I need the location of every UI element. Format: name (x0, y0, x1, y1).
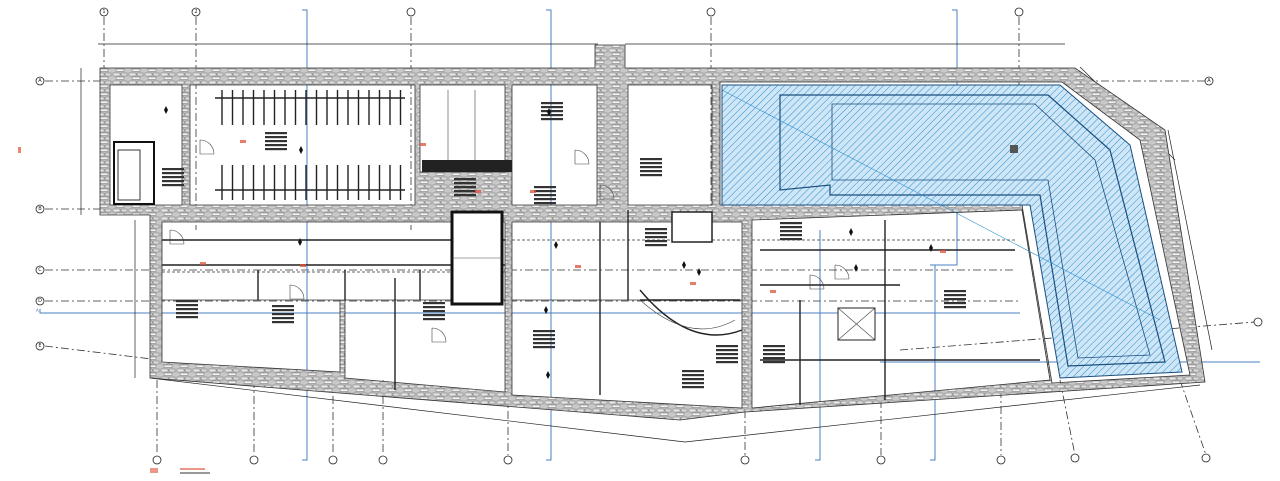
svg-text:E: E (38, 343, 41, 349)
grid-bubble (378, 455, 388, 465)
red-annotation (300, 264, 306, 267)
room-label-block (533, 330, 555, 349)
door-swing (809, 274, 825, 290)
grid-bubble (1201, 453, 1211, 463)
room-label-block (534, 186, 556, 205)
room-label-block (645, 228, 667, 247)
room-label-block (716, 345, 738, 364)
grid-bubble: D (35, 296, 45, 306)
room-label-block (272, 305, 294, 324)
door-swing (169, 229, 185, 245)
red-annotation (475, 190, 481, 193)
swimming-pool (721, 84, 1183, 379)
door-swing (199, 139, 215, 155)
level-marker (682, 261, 686, 269)
grid-bubble: C (35, 265, 45, 275)
grid-bubble (249, 455, 259, 465)
level-marker (299, 146, 303, 154)
door-swing (574, 149, 590, 165)
grid-bubble (996, 455, 1006, 465)
room-label-block (454, 178, 476, 197)
svg-text:A: A (38, 78, 42, 84)
level-marker (554, 241, 558, 249)
grid-bubble (706, 7, 716, 17)
room-label-block (265, 132, 287, 151)
room-label-block (640, 158, 662, 177)
level-marker (849, 228, 853, 236)
door-swing (289, 284, 305, 300)
level-marker (298, 238, 302, 246)
room-label-block (541, 102, 563, 121)
svg-text:C: C (38, 267, 42, 273)
grid-bubble (1070, 453, 1080, 463)
curved-wall (639, 289, 743, 336)
level-marker (164, 106, 168, 114)
stone-walls (99, 44, 1206, 421)
room-label-block (944, 290, 966, 309)
red-annotation (770, 290, 776, 293)
red-annotation (575, 265, 581, 268)
level-marker (854, 264, 858, 272)
grid-bubble (876, 455, 886, 465)
room-label-block (162, 168, 184, 187)
level-marker (929, 244, 933, 252)
level-marker (544, 306, 548, 314)
grid-bubble (406, 7, 416, 17)
red-annotation (240, 140, 246, 143)
svg-text:A: A (1207, 78, 1211, 84)
red-annotation (200, 262, 206, 265)
grid-bubble (152, 455, 162, 465)
grid-bubble (1014, 7, 1024, 17)
svg-text:2: 2 (194, 9, 197, 15)
annotations (18, 147, 210, 474)
dimension-lines (80, 43, 1213, 443)
room-label-block (763, 345, 785, 364)
red-annotation (690, 282, 696, 285)
level-marker (547, 108, 551, 116)
room-label-block (176, 300, 198, 319)
door-swing (834, 264, 850, 280)
section-marker-a: A (36, 308, 39, 313)
svg-text:B: B (38, 206, 42, 212)
grid-bubble (328, 455, 338, 465)
grid-bubble (1253, 317, 1263, 327)
level-marker (697, 268, 701, 276)
grid-bubble: B (35, 204, 45, 214)
door-swing (599, 184, 615, 200)
svg-text:1: 1 (102, 9, 105, 15)
grid-bubble: E (35, 341, 45, 351)
red-annotation (940, 250, 946, 253)
level-marker (546, 371, 550, 379)
grid-bubble: 1 (99, 7, 109, 17)
red-annotation (420, 143, 426, 146)
room-label-block (682, 370, 704, 389)
svg-text:D: D (38, 298, 42, 304)
interior-walls (113, 90, 1040, 405)
room-label-block (423, 302, 445, 321)
room-label-block (780, 222, 802, 241)
stair-core (450, 210, 876, 341)
door-swing (431, 327, 447, 343)
grid-bubble: 2 (191, 7, 201, 17)
grid-bubble: A (1204, 76, 1214, 86)
grid-bubble (503, 455, 513, 465)
red-annotation (530, 190, 536, 193)
grid-bubble: A (35, 76, 45, 86)
grid-bubbles: A B C D E A 1 2 (35, 7, 1263, 465)
grid-bubble (740, 455, 750, 465)
